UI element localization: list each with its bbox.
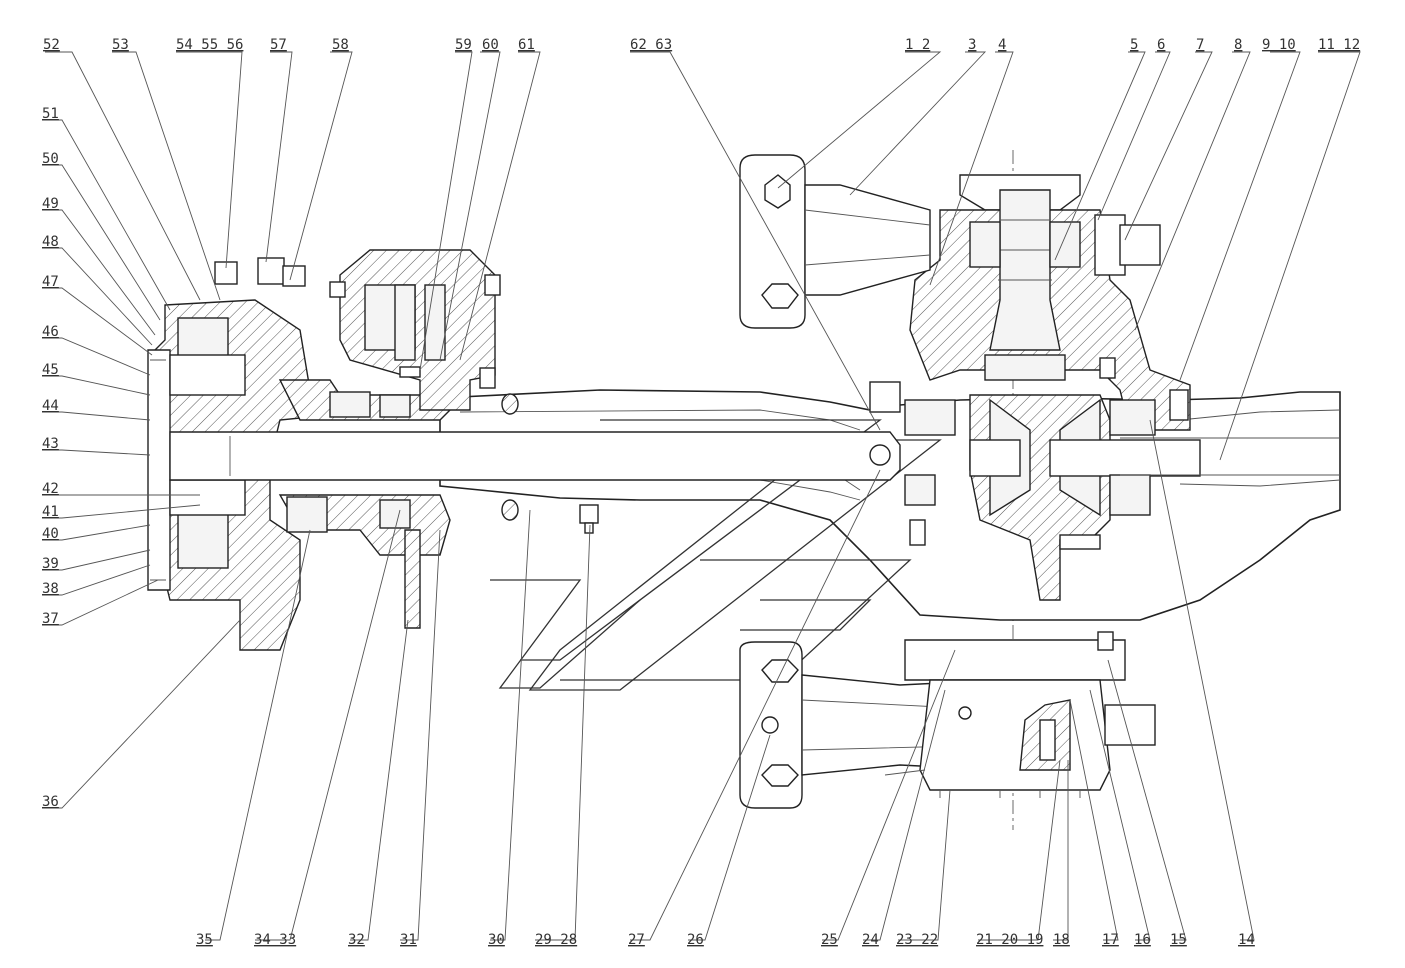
callout-62-63: 62 63	[630, 37, 672, 53]
callout-labels-bottom: 35 34 33 32 31 30 29 28 27 26 25 24 23 2…	[196, 932, 1255, 948]
callout-14: 14	[1238, 932, 1255, 948]
callout-31: 31	[400, 932, 417, 948]
callout-46: 46	[42, 324, 59, 340]
callout-54-55-56: 54 55 56	[176, 37, 243, 53]
callout-6: 6	[1157, 37, 1165, 53]
upper-spring-bracket	[739, 154, 1161, 329]
callout-17: 17	[1102, 932, 1119, 948]
lower-cover-assembly	[884, 631, 1156, 798]
callout-41: 41	[42, 504, 59, 520]
axle-housing-beam	[439, 389, 1341, 621]
callout-61: 61	[518, 37, 535, 53]
callout-43: 43	[42, 436, 59, 452]
callout-16: 16	[1134, 932, 1151, 948]
callout-8: 8	[1234, 37, 1242, 53]
callout-34-33: 34 33	[254, 932, 296, 948]
callout-57: 57	[270, 37, 287, 53]
callout-3: 3	[968, 37, 976, 53]
callout-35: 35	[196, 932, 213, 948]
leader-lines	[42, 51, 1361, 941]
drive-pinion	[989, 189, 1061, 351]
callout-25: 25	[821, 932, 838, 948]
callout-38: 38	[42, 581, 59, 597]
callout-7: 7	[1196, 37, 1204, 53]
callout-15: 15	[1170, 932, 1187, 948]
callout-18: 18	[1053, 932, 1070, 948]
callout-4: 4	[998, 37, 1006, 53]
callout-11-12: 11 12	[1318, 37, 1360, 53]
callout-36: 36	[42, 794, 59, 810]
callout-59: 59	[455, 37, 472, 53]
callout-45: 45	[42, 362, 59, 378]
differential-carrier	[869, 174, 1201, 601]
callout-60: 60	[482, 37, 499, 53]
callout-1-2: 1 2	[905, 37, 930, 53]
callout-37: 37	[42, 611, 59, 627]
half-shaft-right	[1120, 437, 1340, 476]
callout-51: 51	[42, 106, 59, 122]
callout-40: 40	[42, 526, 59, 542]
callout-labels-left: 51 50 49 48 47 46 45 44 43 42 41 40 39 3…	[42, 106, 59, 810]
callout-50: 50	[42, 151, 59, 167]
callout-27: 27	[628, 932, 645, 948]
callout-21-20-19: 21 20 19	[976, 932, 1043, 948]
ring-gear-bearing	[984, 354, 1066, 381]
callout-58: 58	[332, 37, 349, 53]
callout-32: 32	[348, 932, 365, 948]
callout-9-10: 9 10	[1262, 37, 1296, 53]
callout-44: 44	[42, 398, 59, 414]
callout-23-22: 23 22	[896, 932, 938, 948]
callout-39: 39	[42, 556, 59, 572]
callout-42: 42	[42, 481, 59, 497]
callout-29-28: 29 28	[535, 932, 577, 948]
brake-disc	[394, 284, 416, 361]
callout-labels-top: 52 53 54 55 56 57 58 59 60 61 62 63 1 2 …	[43, 37, 1360, 53]
half-shaft-left	[169, 393, 901, 534]
callout-49: 49	[42, 196, 59, 212]
callout-47: 47	[42, 274, 59, 290]
brake-caliper	[329, 249, 501, 411]
callout-52: 52	[43, 37, 60, 53]
callout-30: 30	[488, 932, 505, 948]
callout-26: 26	[687, 932, 704, 948]
callout-53: 53	[112, 37, 129, 53]
callout-48: 48	[42, 234, 59, 250]
callout-5: 5	[1130, 37, 1138, 53]
callout-24: 24	[862, 932, 879, 948]
